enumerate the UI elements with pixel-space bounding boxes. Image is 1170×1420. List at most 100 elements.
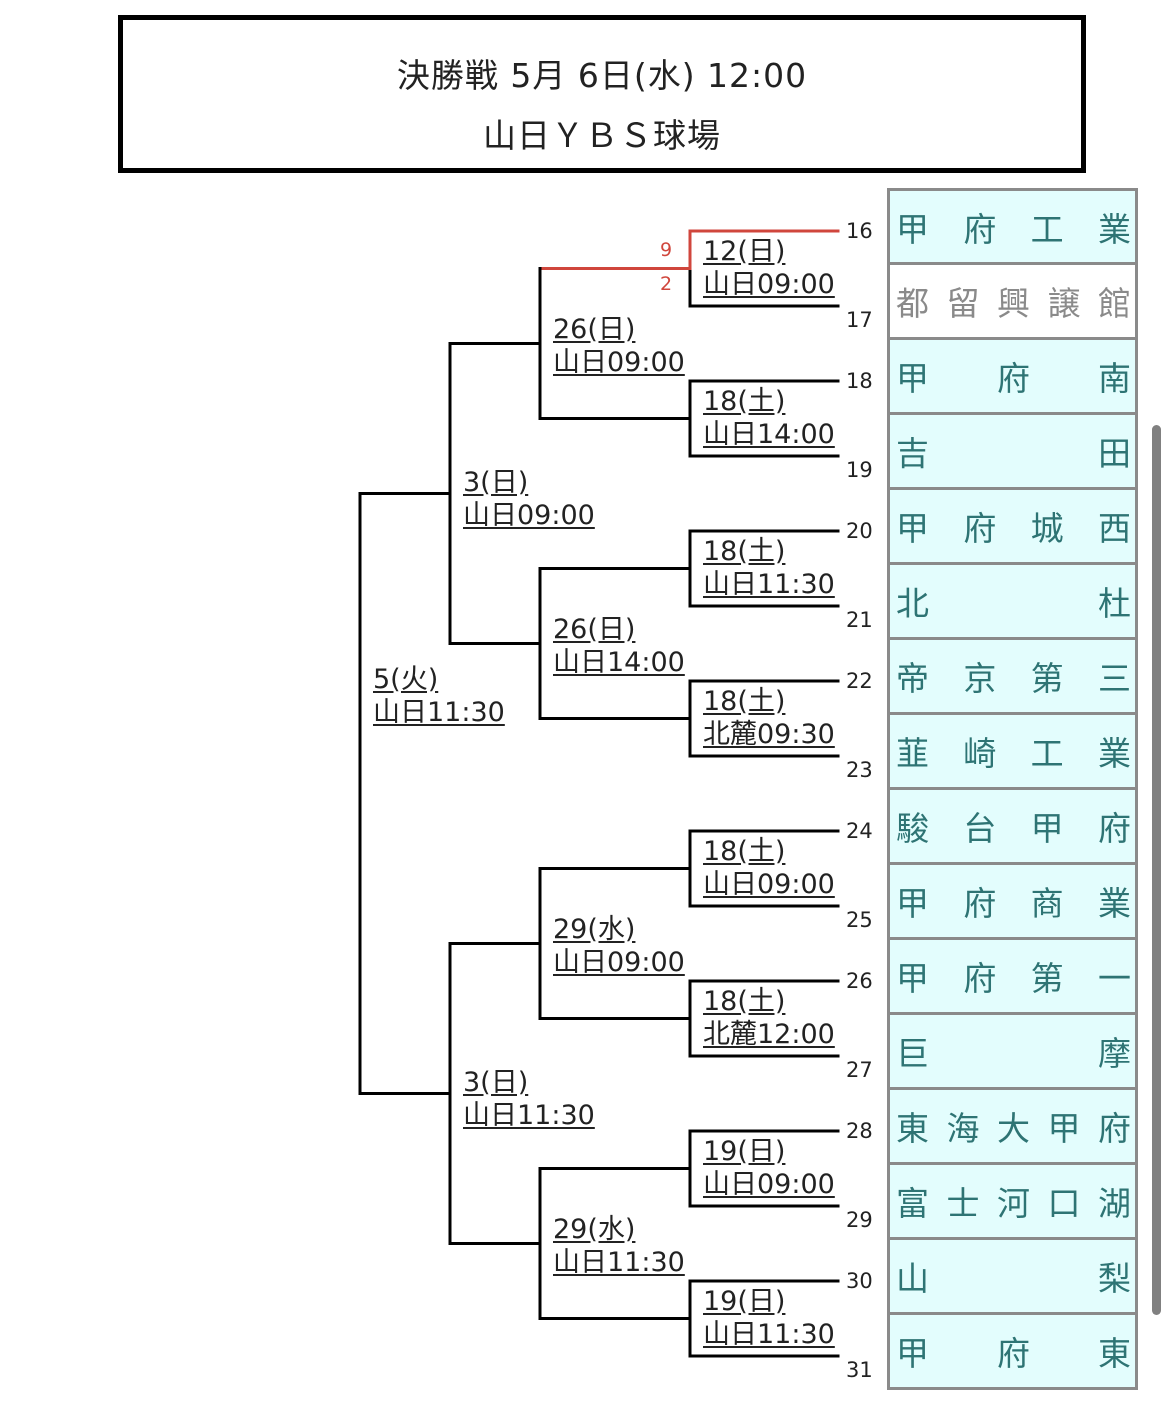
quarterfinal-match-label[interactable]: 26(日)山日14:00 <box>553 613 685 679</box>
match-date[interactable]: 5(火) <box>373 663 439 695</box>
seed-number: 17 <box>846 308 873 332</box>
match-venue-time[interactable]: 山日09:00 <box>703 1169 835 1200</box>
quarterfinal-match-label[interactable]: 26(日)山日09:00 <box>553 313 685 379</box>
match-date[interactable]: 18(土) <box>703 686 786 717</box>
final-match-venue: 山日ＹＢＳ球場 <box>483 116 721 155</box>
team-row[interactable]: 北杜 <box>887 565 1138 640</box>
seed-number: 20 <box>846 519 873 543</box>
team-name-char: 甲 <box>1047 1109 1081 1148</box>
match-date[interactable]: 18(土) <box>703 536 786 567</box>
match-venue-time[interactable]: 山日09:00 <box>703 869 835 900</box>
team-row[interactable]: 吉田 <box>887 415 1138 490</box>
first-round-match-label[interactable]: 18(土)山日11:30 <box>703 535 835 601</box>
score-bottom: 2 <box>660 272 673 295</box>
match-venue-time[interactable]: 山日14:00 <box>703 419 835 450</box>
team-row[interactable]: 山梨 <box>887 1240 1138 1315</box>
team-name-char: 田 <box>1098 434 1131 473</box>
team-row[interactable]: 帝京第三 <box>887 640 1138 715</box>
first-round-match-label[interactable]: 18(土)山日14:00 <box>703 385 835 451</box>
seed-number: 28 <box>846 1119 873 1143</box>
first-round-match-label[interactable]: 18(土)山日09:00 <box>703 835 835 901</box>
match-date[interactable]: 18(土) <box>703 386 786 417</box>
team-name-char: 留 <box>946 284 980 323</box>
team-name-char: 府 <box>1098 1109 1131 1148</box>
team-name-char: 駿 <box>896 809 929 848</box>
team-row[interactable]: 甲府工業 <box>887 188 1138 265</box>
first-round-match-label[interactable]: 19(日)山日11:30 <box>703 1285 835 1351</box>
match-date[interactable]: 19(日) <box>703 1136 786 1167</box>
final-match-datetime: 決勝戦 5月 6日(水) 12:00 <box>396 56 808 95</box>
team-name-char: 業 <box>1097 734 1131 773</box>
team-row[interactable]: 甲府第一 <box>887 940 1138 1015</box>
team-name-char: 甲 <box>896 209 929 249</box>
team-name-char: 工 <box>1030 734 1064 773</box>
team-row[interactable]: 甲府南 <box>887 340 1138 415</box>
match-date[interactable]: 3(日) <box>463 1066 529 1098</box>
match-venue-time[interactable]: 山日11:30 <box>703 569 835 600</box>
team-row[interactable]: 駿台甲府 <box>887 790 1138 865</box>
team-name-char: 山 <box>896 1259 929 1298</box>
team-row[interactable]: 韮崎工業 <box>887 715 1138 790</box>
quarterfinal-match-label[interactable]: 29(水)山日09:00 <box>553 913 685 979</box>
match-date[interactable]: 26(日) <box>553 613 636 645</box>
match-venue-time[interactable]: 山日11:30 <box>463 1099 595 1131</box>
team-row[interactable]: 東海大甲府 <box>887 1090 1138 1165</box>
match-venue-time[interactable]: 山日14:00 <box>553 646 685 678</box>
team-name-char: 梨 <box>1098 1259 1131 1298</box>
team-name-char: 府 <box>997 359 1030 398</box>
team-row[interactable]: 都留興譲館 <box>887 265 1138 340</box>
match-venue-time[interactable]: 山日09:00 <box>463 499 595 531</box>
quarterfinal-match-label[interactable]: 29(水)山日11:30 <box>553 1213 685 1279</box>
match-date[interactable]: 12(日) <box>703 236 786 267</box>
seed-number: 23 <box>846 758 873 782</box>
match-venue-time[interactable]: 北麓12:00 <box>703 1019 835 1050</box>
team-row[interactable]: 甲府城西 <box>887 490 1138 565</box>
seed-number: 18 <box>846 369 873 393</box>
team-name-char: 韮 <box>896 734 929 773</box>
match-venue-time[interactable]: 北麓09:30 <box>703 719 835 750</box>
first-round-match-label[interactable]: 19(日)山日09:00 <box>703 1135 835 1201</box>
match-venue-time[interactable]: 山日11:30 <box>373 696 505 728</box>
first-round-match-label[interactable]: 12(日)山日09:00 <box>703 235 835 301</box>
team-name-char: 摩 <box>1098 1034 1131 1073</box>
match-venue-time[interactable]: 山日09:00 <box>553 946 685 978</box>
match-date[interactable]: 29(水) <box>553 1213 636 1245</box>
team-row[interactable]: 甲府商業 <box>887 865 1138 940</box>
team-name-char: 府 <box>963 209 997 249</box>
match-date[interactable]: 29(水) <box>553 913 636 945</box>
team-row[interactable]: 巨摩 <box>887 1015 1138 1090</box>
team-row[interactable]: 富士河口湖 <box>887 1165 1138 1240</box>
team-name-char: 城 <box>1030 509 1064 548</box>
final-match-header: 決勝戦 5月 6日(水) 12:00 山日ＹＢＳ球場 <box>118 15 1086 173</box>
semifinal-match-label[interactable]: 3(日)山日09:00 <box>463 466 595 532</box>
team-name-char: 譲 <box>1047 284 1081 323</box>
team-name-char: 杜 <box>1098 584 1131 623</box>
seed-number: 31 <box>846 1358 873 1382</box>
match-venue-time[interactable]: 山日09:00 <box>703 269 835 300</box>
team-name-char: 甲 <box>896 1334 929 1373</box>
first-round-match-label[interactable]: 18(土)北麓12:00 <box>703 985 835 1051</box>
match-venue-time[interactable]: 山日11:30 <box>553 1246 685 1278</box>
match-date[interactable]: 19(日) <box>703 1286 786 1317</box>
match-venue-time[interactable]: 山日09:00 <box>553 346 685 378</box>
team-name-char: 府 <box>963 884 997 923</box>
match-date[interactable]: 18(土) <box>703 836 786 867</box>
team-list: 甲府工業都留興譲館甲府南吉田甲府城西北杜帝京第三韮崎工業駿台甲府甲府商業甲府第一… <box>887 188 1138 1390</box>
team-name-char: 西 <box>1097 509 1131 548</box>
team-row[interactable]: 甲府東 <box>887 1315 1138 1390</box>
match-date[interactable]: 18(土) <box>703 986 786 1017</box>
match-date[interactable]: 26(日) <box>553 313 636 345</box>
bracket-final-match-label[interactable]: 5(火)山日11:30 <box>373 663 505 729</box>
seed-number: 16 <box>846 219 873 243</box>
seed-number: 22 <box>846 669 873 693</box>
team-name-char: 京 <box>963 659 997 698</box>
match-venue-time[interactable]: 山日11:30 <box>703 1319 835 1350</box>
team-name-char: 府 <box>963 509 997 548</box>
match-date[interactable]: 3(日) <box>463 466 529 498</box>
team-name-char: 吉 <box>896 434 929 473</box>
first-round-match-label[interactable]: 18(土)北麓09:30 <box>703 685 835 751</box>
semifinal-match-label[interactable]: 3(日)山日11:30 <box>463 1066 595 1132</box>
score-top: 9 <box>660 238 673 261</box>
seed-number: 29 <box>846 1208 873 1232</box>
vertical-scrollbar[interactable] <box>1152 425 1161 1315</box>
